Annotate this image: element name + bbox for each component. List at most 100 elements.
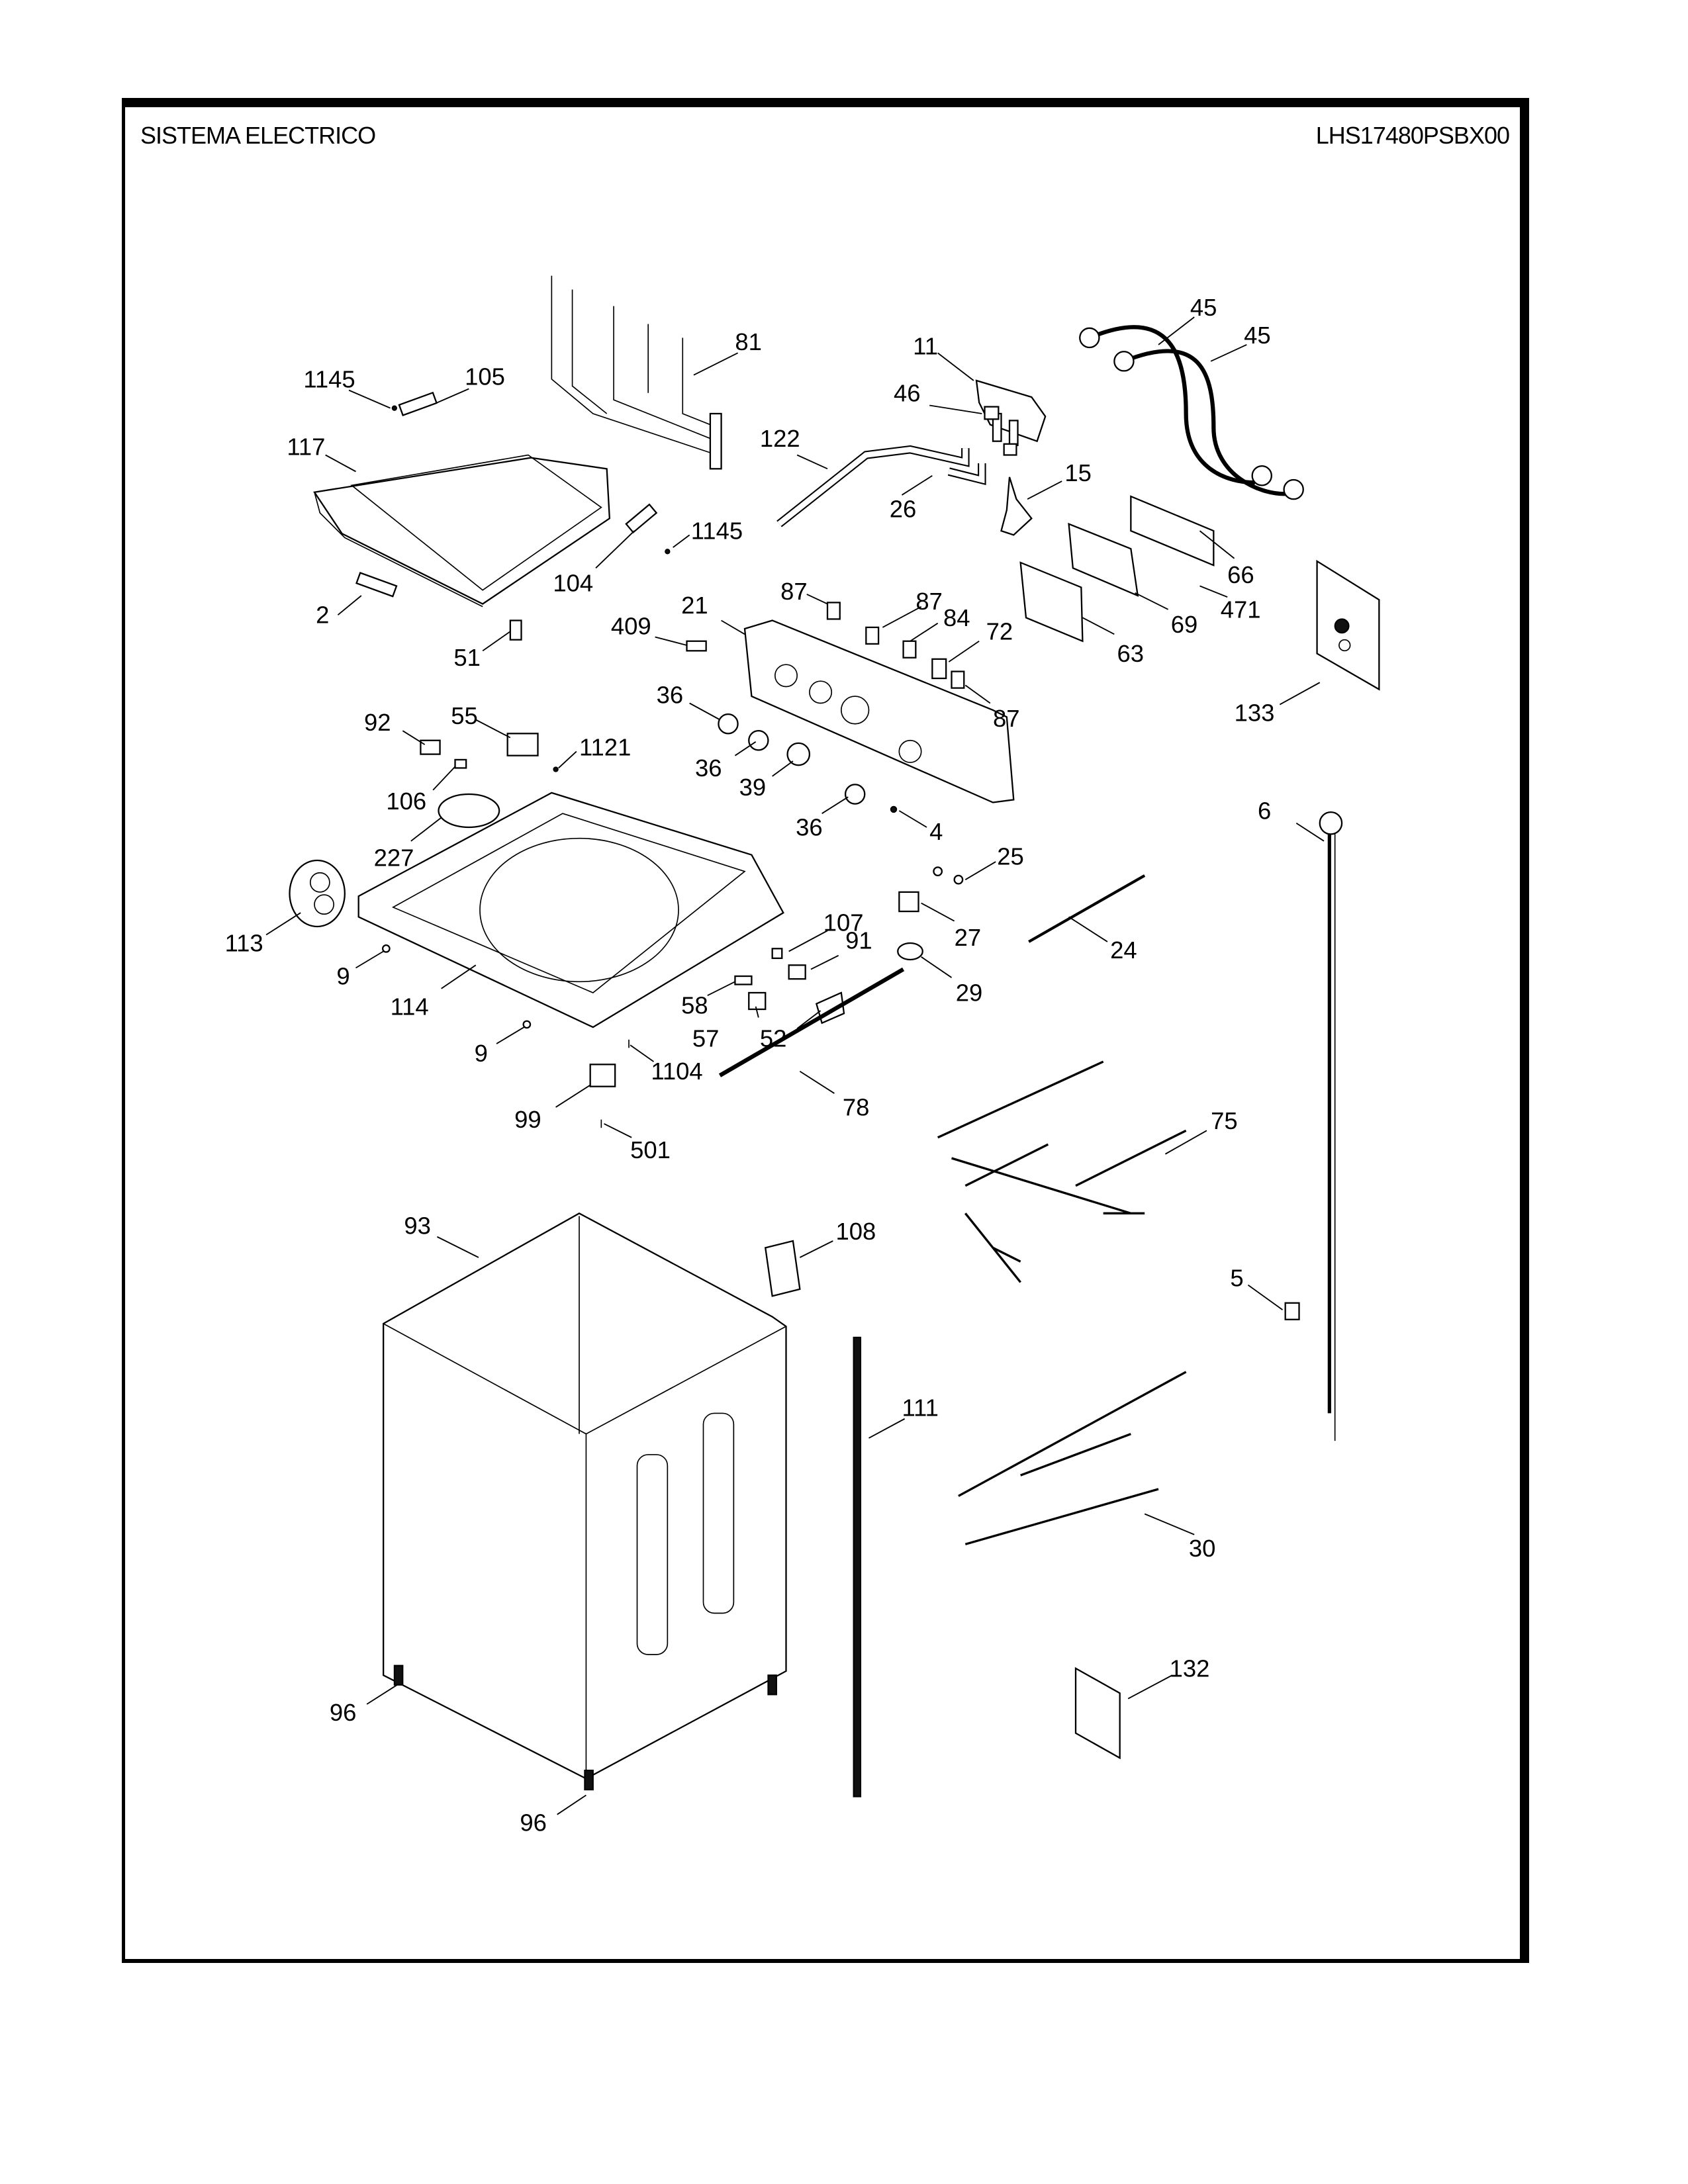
diagram-frame bbox=[122, 98, 1529, 1963]
part-manual-132 bbox=[1074, 1666, 1121, 1760]
part-knob-39 bbox=[786, 742, 811, 766]
callout-1145: 1145 bbox=[691, 518, 743, 545]
part-409 bbox=[686, 640, 707, 652]
part-cabinet-93 bbox=[383, 1212, 787, 1780]
part-foot-96c bbox=[584, 1769, 594, 1791]
part-knob-36a bbox=[718, 713, 739, 735]
callout-46: 46 bbox=[894, 379, 921, 406]
callout-87: 87 bbox=[915, 588, 943, 615]
callout-1104: 1104 bbox=[651, 1058, 702, 1085]
callout-471: 471 bbox=[1221, 596, 1261, 623]
part-harness-75 bbox=[937, 1060, 1187, 1283]
callout-6: 6 bbox=[1258, 797, 1271, 825]
part-9b bbox=[522, 1020, 532, 1029]
callout-2: 2 bbox=[316, 602, 329, 629]
callout-66: 66 bbox=[1227, 561, 1254, 588]
part-25b bbox=[953, 874, 964, 885]
part-harness-24 bbox=[1028, 874, 1146, 943]
part-wire-harness-81 bbox=[551, 275, 722, 470]
part-107 bbox=[771, 948, 783, 960]
callout-55: 55 bbox=[451, 702, 478, 729]
callout-69: 69 bbox=[1171, 611, 1198, 638]
part-29 bbox=[897, 942, 923, 961]
part-1145a bbox=[391, 405, 397, 411]
callout-21: 21 bbox=[681, 592, 708, 619]
callout-15: 15 bbox=[1064, 459, 1092, 486]
part-105 bbox=[398, 391, 438, 416]
part-2 bbox=[355, 572, 398, 598]
part-9a bbox=[381, 944, 391, 953]
callout-501: 501 bbox=[630, 1136, 671, 1163]
callout-108: 108 bbox=[836, 1218, 876, 1245]
part-5 bbox=[1284, 1302, 1300, 1320]
callout-27: 27 bbox=[955, 924, 982, 951]
callout-63: 63 bbox=[1117, 640, 1145, 667]
callout-87: 87 bbox=[780, 578, 808, 605]
part-top-cover-114 bbox=[357, 792, 784, 1028]
callout-75: 75 bbox=[1211, 1107, 1238, 1134]
part-1121 bbox=[553, 766, 559, 772]
part-foot-96a bbox=[393, 1664, 404, 1686]
callout-36: 36 bbox=[695, 754, 722, 782]
callout-96: 96 bbox=[520, 1809, 547, 1837]
part-92 bbox=[420, 739, 441, 755]
callout-57: 57 bbox=[692, 1024, 720, 1052]
callout-227: 227 bbox=[374, 844, 414, 871]
part-cover-63 bbox=[1019, 561, 1084, 643]
leader-lines bbox=[265, 316, 1325, 1815]
model-number: LHS17480PSBX00 bbox=[1315, 122, 1510, 149]
callout-96: 96 bbox=[330, 1699, 357, 1726]
part-kit-133 bbox=[1316, 559, 1380, 691]
part-pcb-69 bbox=[1068, 522, 1139, 597]
callout-72: 72 bbox=[986, 618, 1013, 645]
callout-9: 9 bbox=[336, 963, 350, 990]
part-57 bbox=[748, 991, 767, 1011]
part-switch-72 bbox=[931, 658, 947, 680]
callout-91: 91 bbox=[845, 927, 872, 954]
callout-117: 117 bbox=[287, 433, 325, 461]
part-51 bbox=[509, 619, 522, 641]
callout-26: 26 bbox=[890, 495, 917, 522]
part-99 bbox=[589, 1064, 616, 1087]
callout-87: 87 bbox=[993, 705, 1020, 732]
part-104 bbox=[625, 503, 658, 534]
callout-92: 92 bbox=[364, 709, 391, 736]
callout-122: 122 bbox=[760, 425, 800, 452]
part-91 bbox=[788, 964, 806, 980]
part-227 bbox=[438, 793, 500, 829]
callout-84: 84 bbox=[943, 604, 970, 631]
part-106 bbox=[454, 758, 467, 769]
callout-36: 36 bbox=[657, 682, 684, 709]
callout-45: 45 bbox=[1190, 294, 1217, 321]
callout-1145: 1145 bbox=[303, 365, 355, 392]
callout-106: 106 bbox=[386, 788, 426, 815]
callout-104: 104 bbox=[553, 570, 593, 597]
callout-78: 78 bbox=[843, 1093, 870, 1120]
callout-114: 114 bbox=[391, 993, 429, 1020]
part-water-valve bbox=[975, 379, 1047, 447]
callout-58: 58 bbox=[681, 991, 708, 1019]
callout-25: 25 bbox=[997, 842, 1024, 870]
part-knob-36c bbox=[844, 784, 866, 805]
callout-99: 99 bbox=[514, 1106, 541, 1133]
part-15 bbox=[1000, 477, 1033, 536]
callout-52: 52 bbox=[760, 1024, 787, 1052]
callout-9: 9 bbox=[475, 1040, 488, 1067]
callout-5: 5 bbox=[1230, 1265, 1243, 1292]
callout-1121: 1121 bbox=[579, 734, 631, 761]
part-foot-96b bbox=[767, 1674, 777, 1696]
part-46b bbox=[1003, 443, 1017, 456]
part-inlet-hoses bbox=[1079, 325, 1304, 500]
part-harness-78 bbox=[718, 967, 905, 1077]
callout-29: 29 bbox=[956, 979, 983, 1007]
callout-51: 51 bbox=[453, 644, 481, 671]
part-113 bbox=[289, 859, 346, 928]
part-58 bbox=[734, 975, 753, 985]
part-108 bbox=[764, 1240, 801, 1297]
callout-107: 107 bbox=[823, 909, 864, 936]
part-switch-87a bbox=[826, 602, 841, 620]
callout-30: 30 bbox=[1189, 1535, 1216, 1562]
callout-93: 93 bbox=[404, 1212, 431, 1240]
part-55 bbox=[506, 733, 539, 756]
